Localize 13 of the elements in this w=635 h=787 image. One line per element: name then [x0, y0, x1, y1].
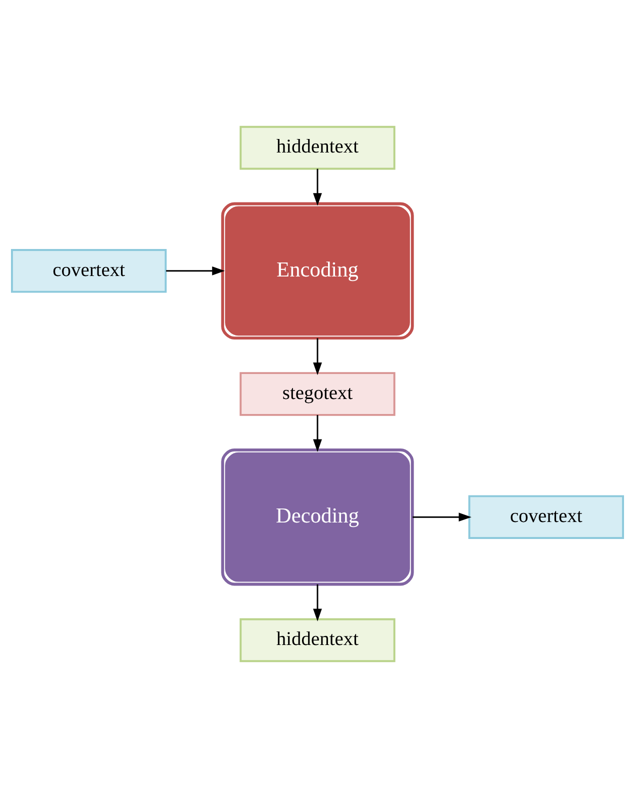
node-box: hiddentext — [240, 618, 396, 662]
node-box: stegotext — [240, 372, 396, 416]
arrow — [313, 168, 322, 206]
node-box: covertext — [468, 494, 624, 538]
node-box: Decoding — [221, 448, 414, 586]
arrow — [412, 512, 472, 522]
node-box: covertext — [10, 248, 167, 292]
arrow — [313, 414, 322, 452]
arrow — [166, 266, 225, 275]
node-box: hiddentext — [240, 125, 396, 170]
arrow — [313, 338, 322, 375]
arrow — [313, 584, 322, 621]
node-box: Encoding — [221, 202, 414, 339]
